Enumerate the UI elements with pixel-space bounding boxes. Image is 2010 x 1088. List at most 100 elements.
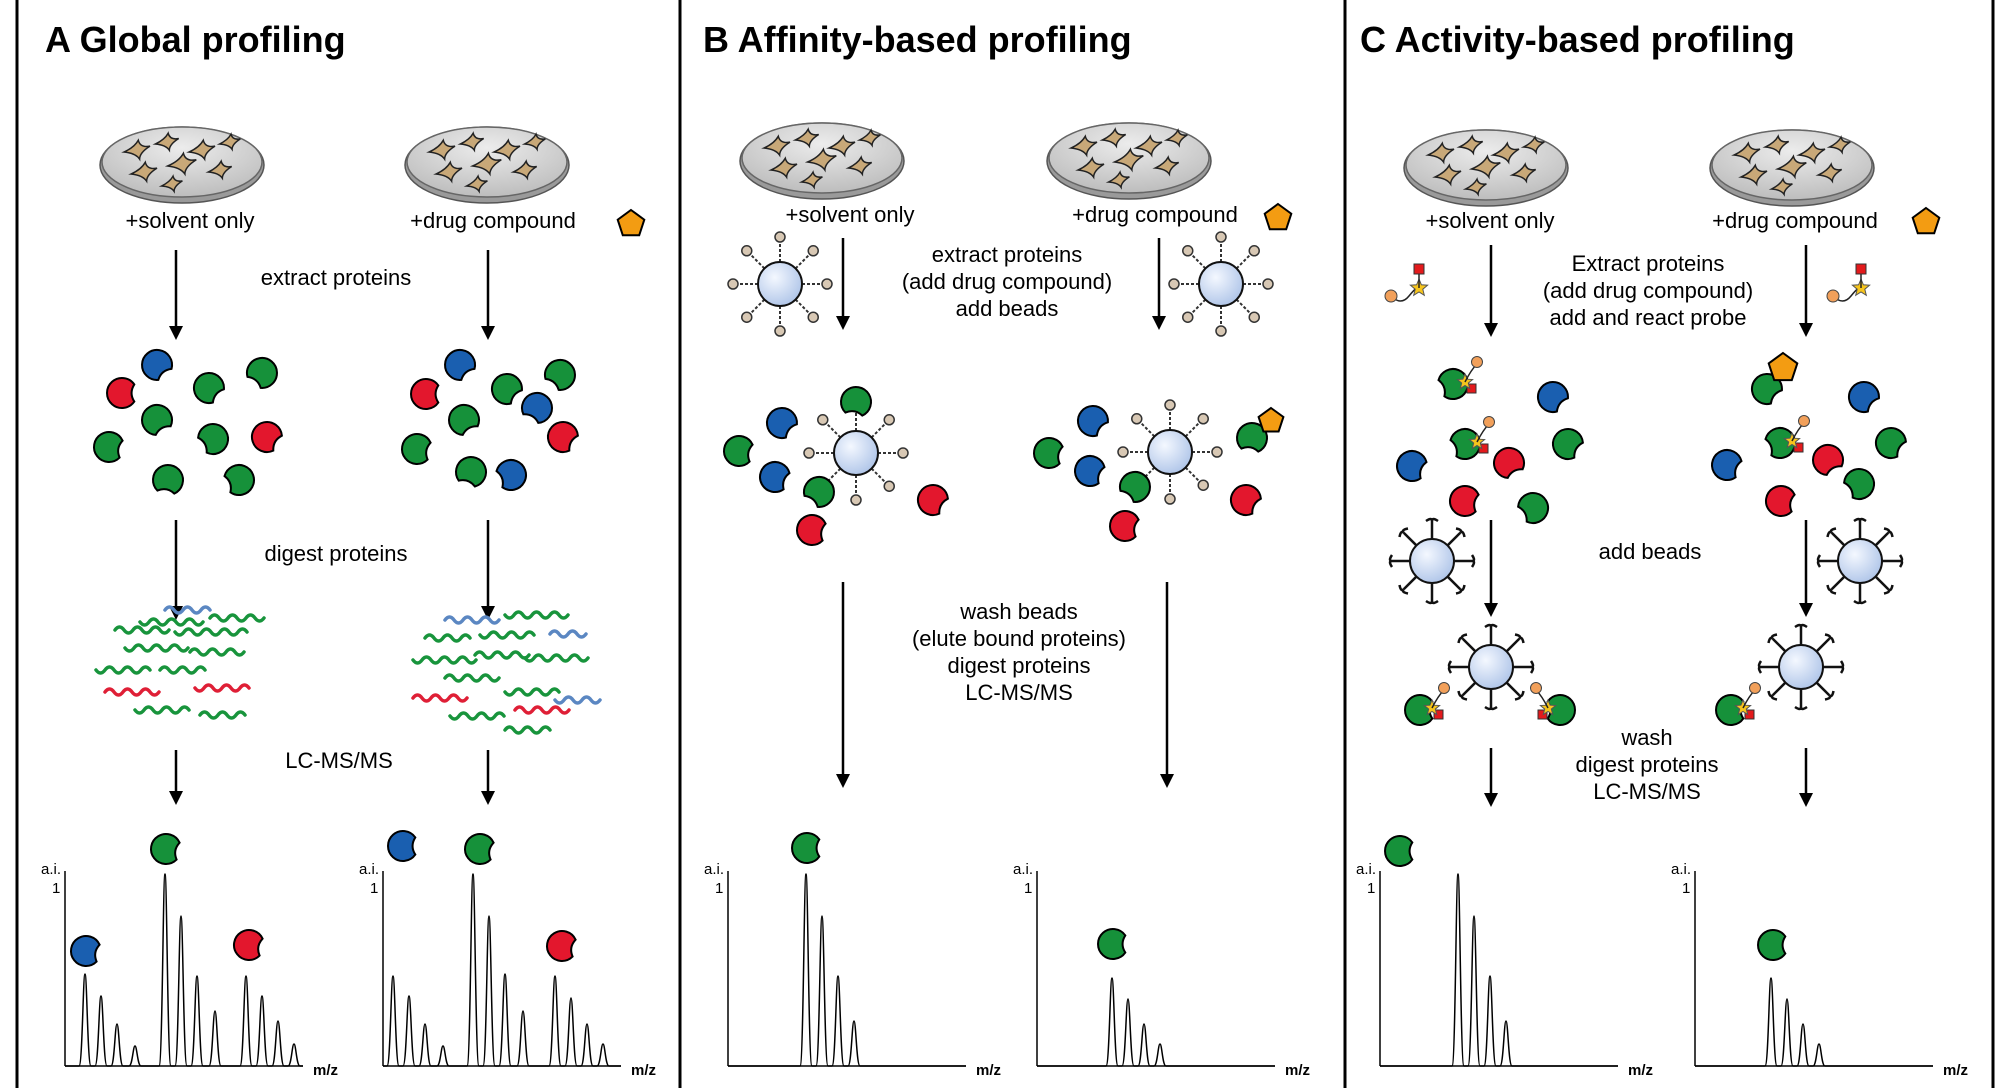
down-arrow-icon	[169, 520, 183, 620]
bead-core	[1409, 538, 1455, 584]
petri-dish-icon	[99, 126, 265, 204]
petri-dish-icon	[1046, 122, 1212, 200]
bead-core	[833, 430, 879, 476]
pacman-protein-icon	[1118, 470, 1151, 503]
peptide-icon	[113, 625, 171, 635]
cell-shape	[158, 174, 183, 194]
cell-shape	[845, 155, 873, 177]
panel-a-step2-line1: digest proteins	[264, 541, 407, 566]
cell-shape	[128, 160, 158, 184]
pacman-protein-icon	[1230, 484, 1262, 517]
arrow-head	[1152, 316, 1166, 330]
bead-ligand	[897, 447, 909, 459]
cell-shape	[164, 151, 197, 177]
peptide-icon	[173, 627, 249, 637]
bead-linker	[1505, 637, 1521, 653]
pacman-protein-icon	[1875, 427, 1907, 460]
spectrum-trace	[383, 873, 621, 1067]
pacman-protein-icon	[543, 358, 576, 391]
cell-shape	[510, 159, 538, 181]
bead-capture-fork	[1824, 633, 1835, 644]
cell-shape	[457, 131, 485, 153]
arrow-head	[1484, 603, 1498, 617]
cell-shape	[426, 138, 456, 162]
probe-ball	[1483, 416, 1495, 428]
panel-b-step1-line3: add beads	[956, 296, 1059, 321]
panel-b-step2-line4: LC-MS/MS	[965, 680, 1073, 705]
bead-ligand	[1197, 413, 1209, 425]
probe-icon	[1384, 263, 1429, 303]
bead-capture-fork	[1853, 599, 1867, 605]
pacman-protein-icon	[1536, 381, 1569, 414]
pacman-protein-icon	[92, 431, 124, 463]
peptide-icon	[548, 629, 588, 639]
pacman-protein-icon	[1711, 449, 1743, 481]
panel-c-left-condition: +solvent only	[1425, 208, 1554, 233]
cell-shape	[1456, 134, 1484, 156]
down-arrow-icon	[1484, 748, 1498, 807]
probe-tag	[1744, 709, 1755, 720]
panel-c-title: C Activity-based profiling	[1360, 19, 1795, 60]
cell-shape	[798, 170, 823, 190]
peptide-icon	[443, 615, 501, 625]
y-axis-label: a.i.	[41, 861, 61, 878]
probe-tag	[1537, 709, 1548, 720]
down-arrow-icon	[1799, 245, 1813, 337]
bead-ligand	[1182, 311, 1194, 323]
bead-core	[1837, 538, 1883, 584]
pacman-protein-icon	[1437, 368, 1469, 400]
y-axis-tick: 1	[1367, 880, 1375, 897]
peptide-icon	[208, 613, 266, 623]
down-arrow-icon	[169, 250, 183, 340]
y-axis-tick: 1	[370, 880, 378, 897]
pentagon-drug-icon	[1911, 206, 1941, 235]
pacman-protein-icon	[1843, 468, 1875, 501]
panel-c-right-condition: +drug compound	[1712, 208, 1878, 233]
panel-c-step2-line1: add beads	[1599, 539, 1702, 564]
arrow-head	[836, 316, 850, 330]
probe-ball	[1798, 415, 1810, 427]
probe-tag	[1793, 442, 1804, 453]
panel-a-title: A Global profiling	[45, 19, 346, 60]
bead-linker	[1830, 575, 1846, 591]
bead-capture-fork	[1447, 660, 1453, 674]
panel-c-step1-line2: (add drug compound)	[1543, 278, 1753, 303]
pentagon-drug-icon	[616, 208, 646, 237]
bead-icon	[1447, 623, 1535, 711]
bead-linker	[1446, 575, 1462, 591]
bead-ligand	[741, 245, 753, 257]
x-axis-label: m/z	[631, 1062, 656, 1079]
cell-shape	[152, 131, 180, 153]
bead-core	[757, 261, 803, 307]
pacman-protein-icon	[463, 833, 495, 865]
peptide-icon	[193, 683, 251, 693]
peptide-icon	[198, 710, 247, 720]
y-axis-tick: 1	[1024, 880, 1032, 897]
down-arrow-icon	[836, 238, 850, 330]
cell-shape	[1520, 135, 1545, 155]
pacman-protein-icon	[759, 461, 791, 493]
arrow-head	[169, 791, 183, 805]
cell-shape	[1490, 141, 1520, 165]
bead-linker	[1874, 531, 1890, 547]
mass-spectrum: a.i.1m/z	[1013, 861, 1310, 1079]
peptide-icon	[503, 725, 552, 735]
bead-linker	[1771, 637, 1787, 653]
bead-core	[1147, 429, 1193, 475]
bead-capture-fork	[1457, 690, 1468, 701]
bead-linker	[1402, 575, 1418, 591]
probe-ball	[1749, 682, 1761, 694]
y-axis-tick: 1	[1682, 880, 1690, 897]
peptide-icon	[163, 605, 212, 615]
panel-c-step3-line1: wash	[1620, 725, 1672, 750]
pacman-protein-icon	[1764, 485, 1796, 517]
pacman-protein-icon	[765, 407, 798, 440]
cell-shape	[1152, 155, 1180, 177]
pacman-protein-icon	[490, 373, 523, 406]
down-arrow-icon	[1152, 238, 1166, 330]
bead-icon	[1168, 231, 1274, 337]
cell-shape	[1425, 141, 1455, 165]
y-axis-label: a.i.	[359, 861, 379, 878]
cell-shape	[186, 138, 216, 162]
down-arrow-icon	[1799, 520, 1813, 617]
